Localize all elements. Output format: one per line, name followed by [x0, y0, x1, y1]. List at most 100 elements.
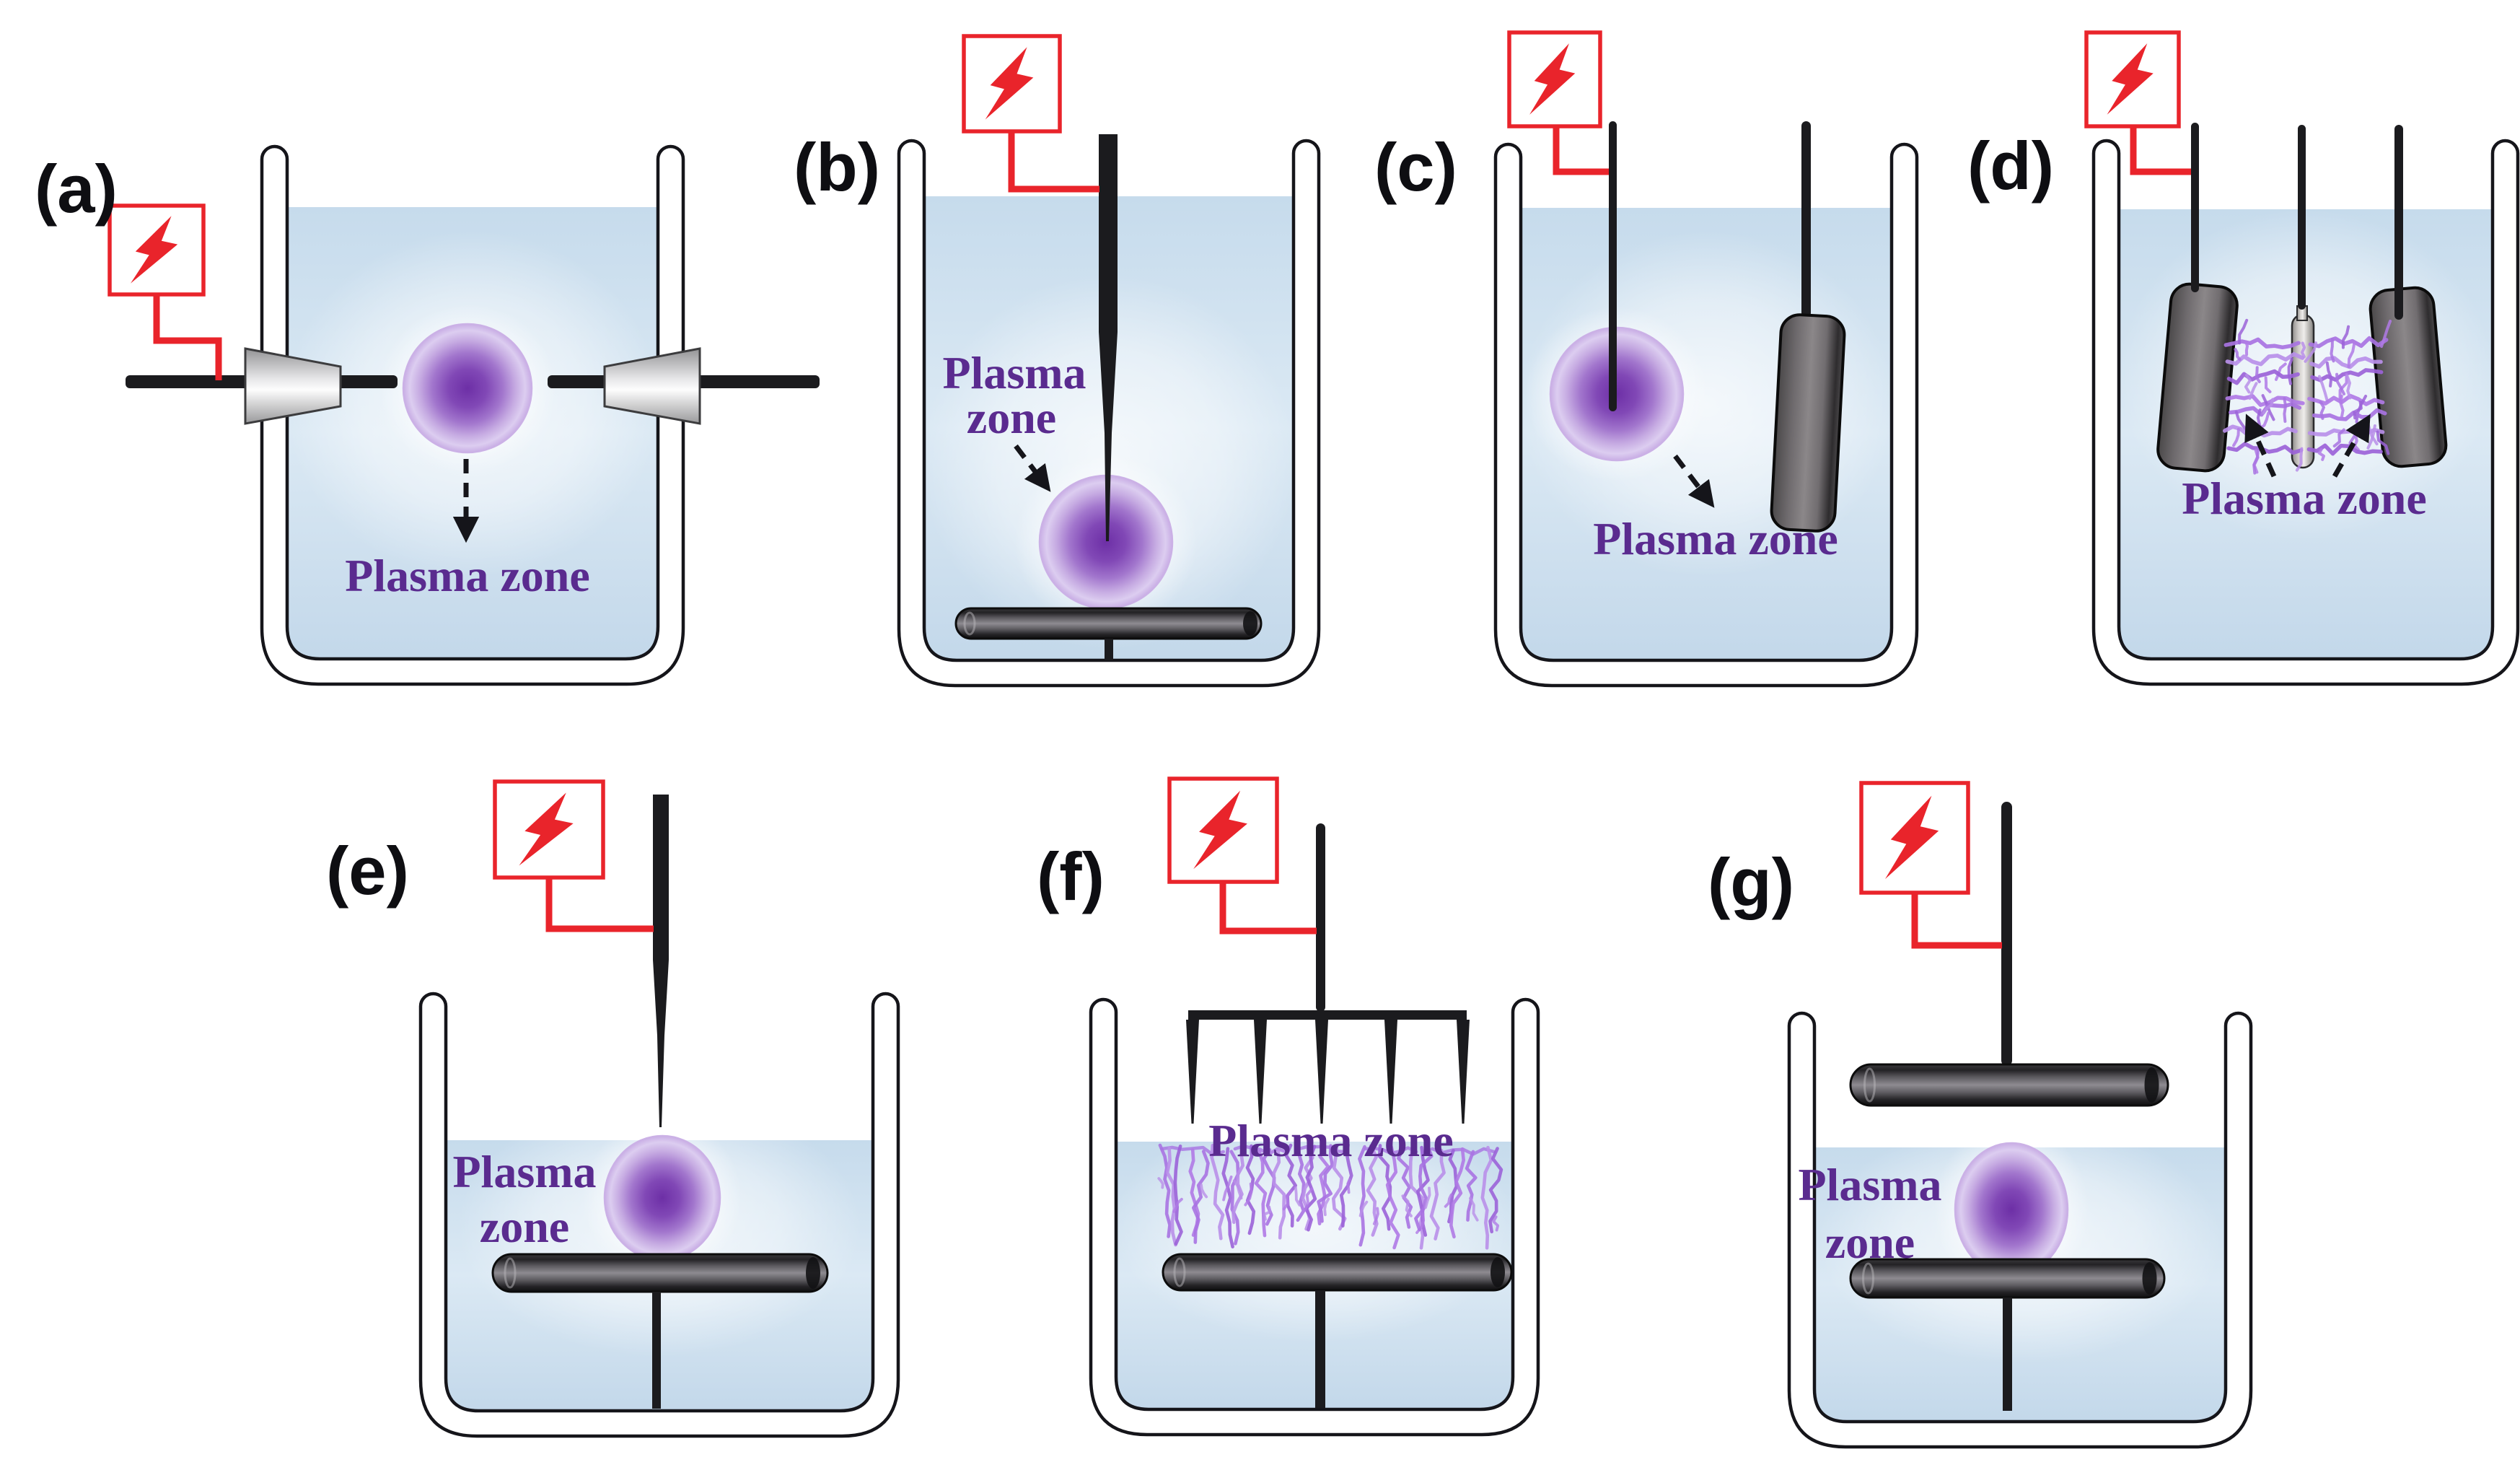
- power-supply-box-f: [1167, 776, 1279, 884]
- dashed-arrow: [2244, 414, 2277, 478]
- plasma-ball: [603, 1134, 721, 1261]
- vessel: [418, 992, 900, 1438]
- plasma-streamer: [2244, 373, 2252, 394]
- plasma-streamer: [1254, 1150, 1268, 1238]
- plasma-streamer: [2225, 394, 2305, 407]
- plasma-streamer: [2304, 341, 2318, 363]
- plasma-streamer: [1408, 1147, 1425, 1250]
- lightning-bolt-icon: [985, 47, 1034, 120]
- plasma-streamer: [2366, 424, 2376, 450]
- electrode-stem: [2003, 1298, 2012, 1411]
- plasma-streamer: [1165, 1146, 1177, 1247]
- power-wire: [1008, 131, 1099, 193]
- panel-g-label: (g): [1708, 844, 1795, 920]
- electrode-rod: [2394, 125, 2403, 320]
- plasma-streamer: [2332, 428, 2345, 448]
- lightning-bolt-icon: [1529, 43, 1576, 115]
- plasma-streamer: [1210, 1143, 1225, 1241]
- electrode-rod: [2191, 123, 2199, 292]
- plasma-streamer: [1284, 1143, 1297, 1228]
- plasma-streamer: [2223, 337, 2301, 350]
- plasma-streamer: [2318, 375, 2329, 403]
- power-wire: [1553, 126, 1609, 175]
- vessel: [897, 139, 1321, 688]
- rod-electrode: [1849, 1258, 2166, 1299]
- plasma-streamer: [1480, 1145, 1493, 1250]
- rod-electrode: [954, 607, 1263, 640]
- plasma-streamer: [1200, 1183, 1208, 1199]
- electrode-rod: [1609, 121, 1617, 411]
- plasma-streamer: [1233, 1144, 1288, 1156]
- plate-electrode: [1770, 313, 1846, 533]
- plasma-streamer: [1317, 1144, 1334, 1223]
- electrode-stem: [652, 1292, 661, 1409]
- pin-needle-electrode: [1186, 1020, 1199, 1124]
- needle-electrode: [653, 795, 669, 1127]
- plasma-streamer: [1424, 1186, 1431, 1209]
- plasma-streamer: [2317, 447, 2325, 461]
- power-supply-box-b: [962, 34, 1062, 134]
- power-wire: [1911, 893, 2002, 949]
- multi-pin-header-bar: [1188, 1010, 1467, 1020]
- power-wire: [545, 878, 654, 932]
- panel-c-plasma-zone-label: Plasma zone: [1593, 513, 1838, 564]
- plasma-streamer: [2301, 341, 2306, 359]
- plasma-streamer: [1229, 1150, 1240, 1246]
- panel-e-plasma-zone-label-line2: zone: [479, 1201, 570, 1252]
- plasma-streamer: [2234, 348, 2242, 362]
- power-wire: [1219, 882, 1317, 935]
- pin-needle-electrode: [1457, 1020, 1470, 1124]
- needle-electrode: [1099, 134, 1118, 541]
- plasma-streamer: [1296, 1145, 1306, 1222]
- panel-a-label: (a): [35, 151, 118, 227]
- panel-d-label: (d): [1967, 128, 2055, 204]
- dashed-arrow: [1673, 454, 1715, 508]
- plasma-streamer: [1414, 1143, 1434, 1232]
- plasma-streamer: [1364, 1146, 1418, 1155]
- plasma-streamer: [1332, 1146, 1347, 1231]
- pin-needle-electrode: [1315, 1020, 1328, 1124]
- panel-g-plasma-zone-label-line1: Plasma: [1798, 1159, 1942, 1210]
- plasma-streamer: [2347, 342, 2356, 369]
- rod-electrode: [491, 1253, 829, 1293]
- plasma-streamer: [1429, 1148, 1446, 1241]
- left-funnel-insulator: [245, 349, 341, 424]
- electrode-rod: [2298, 125, 2306, 310]
- power-supply-box-d: [2084, 30, 2181, 128]
- vessel: [1089, 997, 1540, 1437]
- plasma-streamer: [1385, 1145, 1400, 1250]
- plate-electrode: [2156, 282, 2239, 473]
- electrode-rod: [1801, 121, 1811, 318]
- rod-electrode: [1162, 1253, 1513, 1292]
- plasma-streamer: [1172, 1197, 1183, 1213]
- plasma-streamer: [2376, 430, 2390, 455]
- plasma-streamer: [1492, 1215, 1500, 1232]
- plasma-streamer: [2232, 427, 2240, 447]
- panel-e-plasma-zone-label-line1: Plasma: [452, 1146, 597, 1197]
- dashed-arrow: [2332, 414, 2371, 478]
- plasma-streamer: [2308, 336, 2389, 349]
- plasma-streamer: [1372, 1207, 1379, 1225]
- lightning-bolt-icon: [519, 792, 574, 866]
- plasma-streamer: [1303, 1187, 1314, 1212]
- plasma-streamer: [2255, 366, 2261, 384]
- electrode-rod: [2001, 802, 2012, 1066]
- plasma-streamer: [1488, 1147, 1503, 1234]
- plasma-streamer: [2226, 369, 2300, 385]
- power-supply-box-e: [493, 779, 605, 880]
- plasma-streamer: [2341, 325, 2350, 349]
- vessel: [1787, 1011, 2253, 1449]
- electrode-rod: [1316, 823, 1325, 1012]
- electrode-stem: [1105, 639, 1113, 660]
- power-supply-box-g: [1859, 781, 1970, 895]
- lightning-bolt-icon: [2107, 43, 2154, 115]
- right-funnel-insulator: [605, 349, 700, 424]
- plasma-streamer: [1346, 1178, 1351, 1194]
- plasma-streamer: [2252, 447, 2260, 475]
- plasma-streamer: [2275, 362, 2287, 381]
- plasma-streamer: [2330, 338, 2335, 363]
- plasma-streamer: [1465, 1150, 1478, 1222]
- plasma-streamer: [1158, 1143, 1172, 1238]
- power-supply-box-a: [107, 204, 206, 297]
- rod-electrode: [1849, 1063, 2169, 1107]
